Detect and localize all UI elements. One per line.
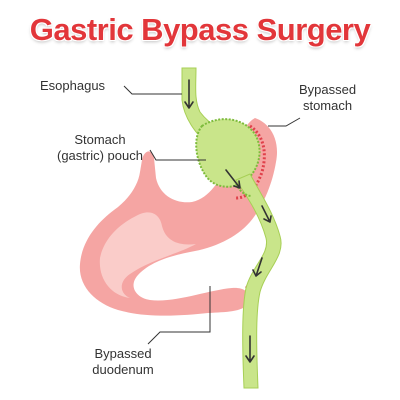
leader-bypassed-duodenum <box>147 286 211 345</box>
stomach-staple-line <box>235 124 266 200</box>
leader-bypassed-stomach <box>268 117 301 127</box>
anastomosis-staples <box>235 183 253 197</box>
label-esophagus: Esophagus <box>40 78 106 93</box>
flow-arrows <box>184 79 272 363</box>
page-title: Gastric Bypass Surgery <box>29 12 371 47</box>
leader-esophagus <box>123 85 182 95</box>
label-stomach-pouch: Stomach (gastric) pouch <box>57 132 143 163</box>
leader-lines <box>123 85 301 345</box>
roux-limb <box>235 173 282 389</box>
flow-arrow-limb-upper <box>261 205 272 223</box>
flow-arrow-pouch <box>225 169 241 189</box>
label-bypassed-duodenum: Bypassed duodenum <box>92 346 154 377</box>
intestinal-pathway <box>181 67 282 389</box>
stomach-highlight <box>99 212 196 298</box>
leader-stomach-pouch <box>149 149 206 161</box>
label-bypassed-stomach: Bypassed stomach <box>299 82 357 113</box>
flow-arrow-limb-middle <box>252 257 263 277</box>
flow-arrow-limb-lower <box>245 335 255 363</box>
flow-arrow-esophagus <box>184 79 194 109</box>
